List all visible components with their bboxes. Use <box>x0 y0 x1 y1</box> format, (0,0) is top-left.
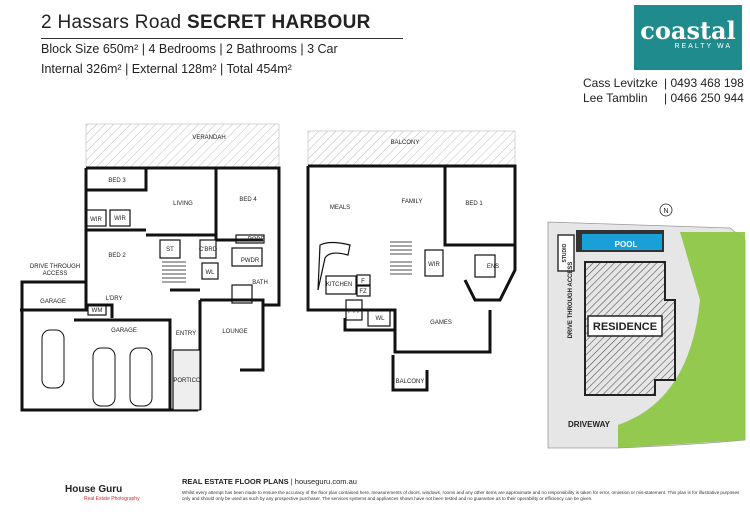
suburb: SECRET HARBOUR <box>187 12 371 33</box>
label-bed4: BED 4 <box>239 197 257 203</box>
label-family: FAMILY <box>402 199 423 205</box>
label-wl: WL <box>206 270 216 276</box>
agent-1-phone: | 0493 468 198 <box>664 76 744 90</box>
label-bed3: BED 3 <box>108 178 126 184</box>
footer-url: | houseguru.com.au <box>288 477 357 486</box>
label-living: LIVING <box>173 201 193 207</box>
label-fz: FZ <box>359 289 367 295</box>
label-bed1: BED 1 <box>465 201 483 207</box>
label-pty: PTY <box>348 309 360 315</box>
label-balcony-bottom: BALCONY <box>396 379 425 385</box>
agent-2-name: Lee Tamblin <box>583 91 648 105</box>
label-bed2: BED 2 <box>108 253 126 259</box>
lawn-area <box>618 232 745 448</box>
spec-line-2: Internal 326m² | External 128m² | Total … <box>41 62 292 76</box>
agent-1-name: Cass Levitzke <box>583 76 658 90</box>
label-wl-upper: WL <box>376 316 386 322</box>
label-verandah: VERANDAH <box>192 135 225 141</box>
kitchen-curve <box>317 241 351 291</box>
label-lounge: LOUNGE <box>222 329 247 335</box>
label-ldry: L'DRY <box>105 296 122 302</box>
label-cbrd: C'BRD <box>199 247 218 253</box>
logo-main: coastal <box>640 16 736 45</box>
label-entry: ENTRY <box>176 331 196 337</box>
label-driveway: DRIVEWAY <box>568 420 611 429</box>
property-title: 2 Hassars Road SECRET HARBOUR <box>41 12 371 34</box>
house-guru-sub: Real Estate Photography <box>84 496 140 502</box>
title-divider <box>41 38 403 39</box>
label-studio: STUDIO <box>562 243 568 262</box>
studio <box>557 234 575 272</box>
label-wir1: WIR <box>90 217 102 223</box>
label-wir-upper: WIR <box>428 262 440 268</box>
label-wm: WM <box>92 308 103 314</box>
label-robe: ROBE <box>247 237 264 243</box>
north-label: N <box>663 208 668 215</box>
label-kitchen: KITCHEN <box>326 282 352 288</box>
ground-floor-plan: VERANDAH BED 3 LIVING BED 4 WIR WIR BED … <box>20 123 281 412</box>
label-balcony-top: BALCONY <box>391 140 420 146</box>
balcony-top-area <box>307 130 516 167</box>
label-residence: RESIDENCE <box>593 321 657 333</box>
address: 2 Hassars Road <box>41 12 182 33</box>
label-drive-through-1: DRIVE THROUGH <box>30 264 80 270</box>
label-drive-through-site: DRIVE THROUGH ACCESS <box>568 262 574 339</box>
label-bath: BATH <box>252 280 268 286</box>
footer-title: REAL ESTATE FLOOR PLANS | houseguru.com.… <box>182 477 357 486</box>
label-ens: ENS <box>487 264 499 270</box>
label-pool: POOL <box>615 240 638 249</box>
disclaimer: Whilst every attempt has been made to en… <box>182 490 740 501</box>
label-garage2: GARAGE <box>111 328 137 334</box>
verandah-area <box>85 123 280 169</box>
brand-logo: coastal REALTY WA <box>634 5 742 70</box>
label-drive-through-2: ACCESS <box>43 271 68 277</box>
pool <box>582 234 662 250</box>
footer-title-text: REAL ESTATE FLOOR PLANS <box>182 477 289 486</box>
label-pwdr: PWDR <box>241 258 260 264</box>
spec-line-1: Block Size 650m² | 4 Bedrooms | 2 Bathro… <box>41 42 338 56</box>
label-f: F <box>361 279 365 285</box>
site-plan: STUDIO POOL DRIVE THROUGH ACCESS RESIDEN… <box>547 203 746 449</box>
label-games: GAMES <box>430 320 452 326</box>
house-guru-logo: House Guru <box>65 484 123 495</box>
label-st: ST <box>166 247 174 253</box>
label-wir2: WIR <box>114 216 126 222</box>
label-meals: MEALS <box>330 205 350 211</box>
logo-sub: REALTY WA <box>674 43 732 50</box>
upper-floor-plan: BALCONY MEALS FAMILY BED 1 KITCHEN F FZ … <box>306 130 517 392</box>
label-portico: PORTICO <box>173 378 201 384</box>
garage-cars <box>41 329 153 407</box>
label-garage1: GARAGE <box>40 299 66 305</box>
agent-2-phone: | 0466 250 944 <box>664 91 744 105</box>
north-arrow-icon: N <box>659 203 673 217</box>
